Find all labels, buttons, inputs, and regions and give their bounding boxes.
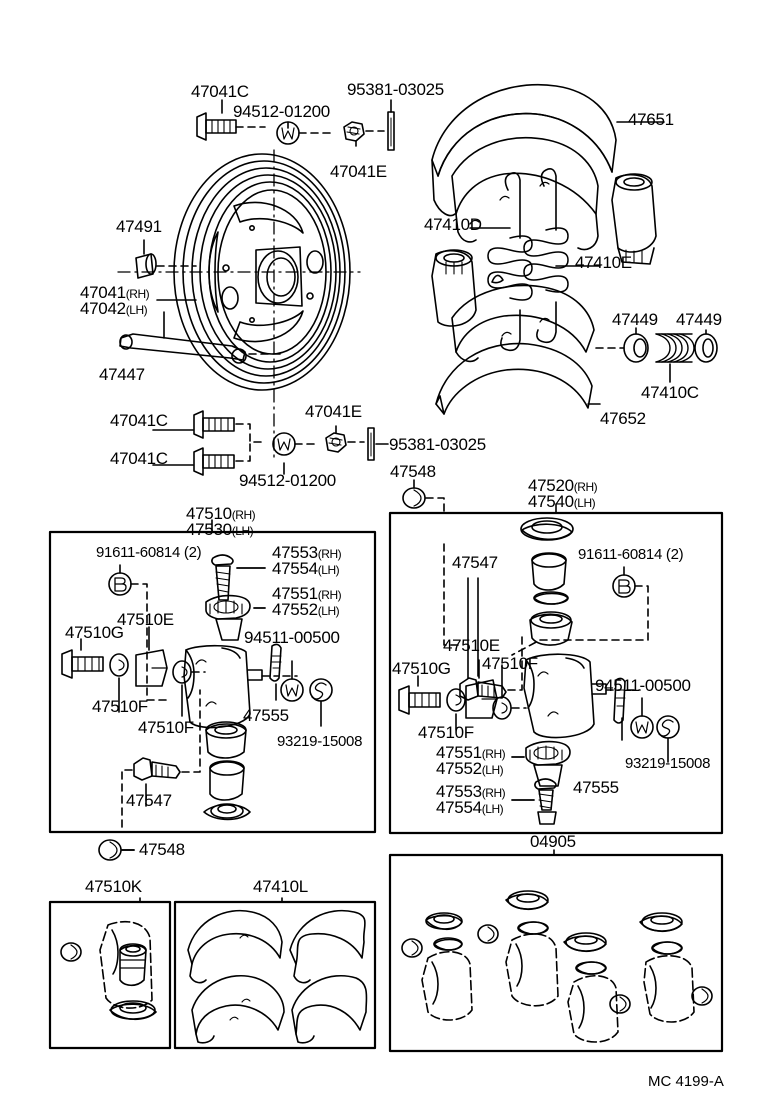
label-spring-47410c: 47410C (641, 383, 699, 402)
wheel-cylinder-icons (431, 173, 657, 327)
label-clip-91611-right: 91611-60814 (2) (578, 546, 684, 563)
label-pin-47447: 47447 (99, 365, 145, 384)
label-right-box-title-lh: 47540(LH) (528, 492, 596, 511)
adjuster-spring-group (595, 333, 718, 363)
label-bolt-94511-right: 94511-00500 (595, 676, 691, 695)
label-cup-47510e-right: 47510E (443, 636, 500, 655)
label-washer-47449-a: 47449 (612, 310, 658, 329)
label-backing-plate-lh: 47042(LH) (80, 299, 148, 318)
label-shoe-upper: 47651 (628, 110, 674, 129)
label-ring-47510f-right-b: 47510F (418, 723, 474, 742)
label-screw-47553-left: 47553(RH) (272, 543, 342, 562)
label-cap-47548-right: 47548 (390, 462, 436, 481)
label-cup-47510e-left: 47510E (117, 610, 174, 629)
label-cap-47548-left: 47548 (139, 840, 185, 859)
top-hardware-row (196, 111, 395, 151)
label-nut-top: 47041E (330, 162, 387, 181)
label-bolt-top-left: 47041C (191, 82, 249, 101)
label-adj-47551-left: 47551(RH) (272, 584, 342, 603)
label-adj-47552-right: 47552(LH) (436, 759, 504, 778)
label-ring-47510f-left-b: 47510F (138, 718, 194, 737)
label-screw-47553-right: 47553(RH) (436, 782, 506, 801)
leader-lines (80, 99, 707, 903)
label-bolt-47510g-left: 47510G (65, 623, 124, 642)
label-kit-47510k: 47510K (85, 877, 142, 896)
label-left-box-title-rh: 47510(RH) (186, 504, 256, 523)
label-right-box-title-rh: 47520(RH) (528, 476, 598, 495)
label-spring-d: 47410D (424, 215, 482, 234)
kit-47410l-box-frame (173, 900, 377, 1050)
label-nut-mid: 47041E (305, 402, 362, 421)
label-adj-47552-left: 47552(LH) (272, 600, 340, 619)
label-kit-04905: 04905 (530, 832, 576, 851)
label-spring-e: 47410E (575, 253, 632, 272)
label-washer-47449-b: 47449 (676, 310, 722, 329)
label-bolt-47510g-right: 47510G (392, 659, 451, 678)
label-pin-top: 95381-03025 (347, 80, 444, 99)
diagram-footer-code: MC 4199-A (648, 1073, 724, 1090)
left-box-parts (61, 554, 333, 861)
left-small-parts (119, 253, 286, 364)
label-ring-47510f-right-a: 47510F (482, 654, 538, 673)
label-bolt-94511-left: 94511-00500 (244, 628, 340, 647)
label-shoe-lower: 47652 (600, 409, 646, 428)
right-box-parts (398, 487, 680, 825)
label-washer-mid: 94512-01200 (239, 471, 336, 490)
kit-04905-parts (401, 890, 713, 1043)
mid-hardware-row (193, 410, 375, 476)
label-pin-mid: 95381-03025 (389, 435, 486, 454)
label-bleeder-47555-right: 47555 (573, 778, 619, 797)
label-washer-top: 94512-01200 (233, 102, 330, 121)
label-bleeder-47555-left: 47555 (243, 706, 289, 725)
label-plug-47491: 47491 (116, 217, 162, 236)
label-left-box-title-lh: 47530(LH) (186, 520, 254, 539)
label-clip-91611-left: 91611-60814 (2) (96, 544, 202, 561)
kit-47410l-parts (187, 909, 368, 1044)
label-ring-47510f-left-a: 47510F (92, 697, 148, 716)
label-bolt-low-left: 47041C (110, 449, 168, 468)
kit-47510k-box-frame (48, 900, 172, 1050)
label-screw-47554-right: 47554(LH) (436, 798, 504, 817)
brake-shoe-assembly (431, 84, 617, 415)
label-adj-47551-right: 47551(RH) (436, 743, 506, 762)
kit-04905-box-frame (388, 853, 724, 1053)
label-kit-47410l: 47410L (253, 877, 308, 896)
kit-47510k-parts (60, 921, 157, 1021)
label-bleeder-47547-left: 47547 (126, 791, 172, 810)
label-backing-plate-rh: 47041(RH) (80, 283, 150, 302)
return-springs (487, 168, 569, 352)
label-scr-93219-left: 93219-15008 (277, 733, 363, 750)
label-bolt-mid-left: 47041C (110, 411, 168, 430)
label-scr-93219-right: 93219-15008 (625, 755, 711, 772)
label-bleeder-47547-right: 47547 (452, 553, 498, 572)
label-screw-47554-left: 47554(LH) (272, 559, 340, 578)
